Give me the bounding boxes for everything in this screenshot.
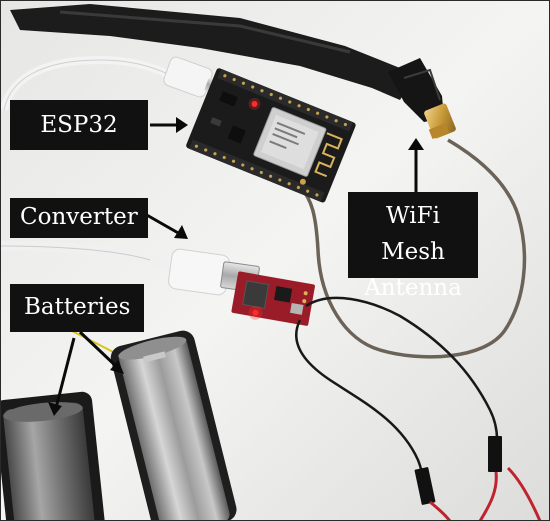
pointer-arrows	[48, 117, 424, 416]
battery-center	[110, 330, 237, 521]
dupont-connector-2	[414, 467, 436, 505]
esp32-board	[186, 68, 356, 203]
converter-board	[231, 271, 315, 326]
battery-left	[0, 391, 105, 521]
red-wire	[478, 471, 498, 521]
antenna-label: WiFi Mesh Antenna	[348, 192, 478, 301]
usb-a-plug-housing	[168, 248, 230, 296]
converter-label: Converter	[10, 198, 148, 238]
antenna-label-line-2: Antenna	[364, 275, 462, 301]
antenna-body	[10, 4, 415, 100]
batteries-label: Batteries	[10, 284, 145, 332]
antenna-hinge	[388, 58, 444, 122]
dupont-connector-1	[488, 436, 502, 472]
antenna-cable	[298, 138, 527, 359]
antenna-label-line-1: WiFi Mesh	[381, 203, 445, 265]
esp32-label: ESP32	[10, 100, 148, 150]
black-wire-1	[305, 296, 499, 453]
